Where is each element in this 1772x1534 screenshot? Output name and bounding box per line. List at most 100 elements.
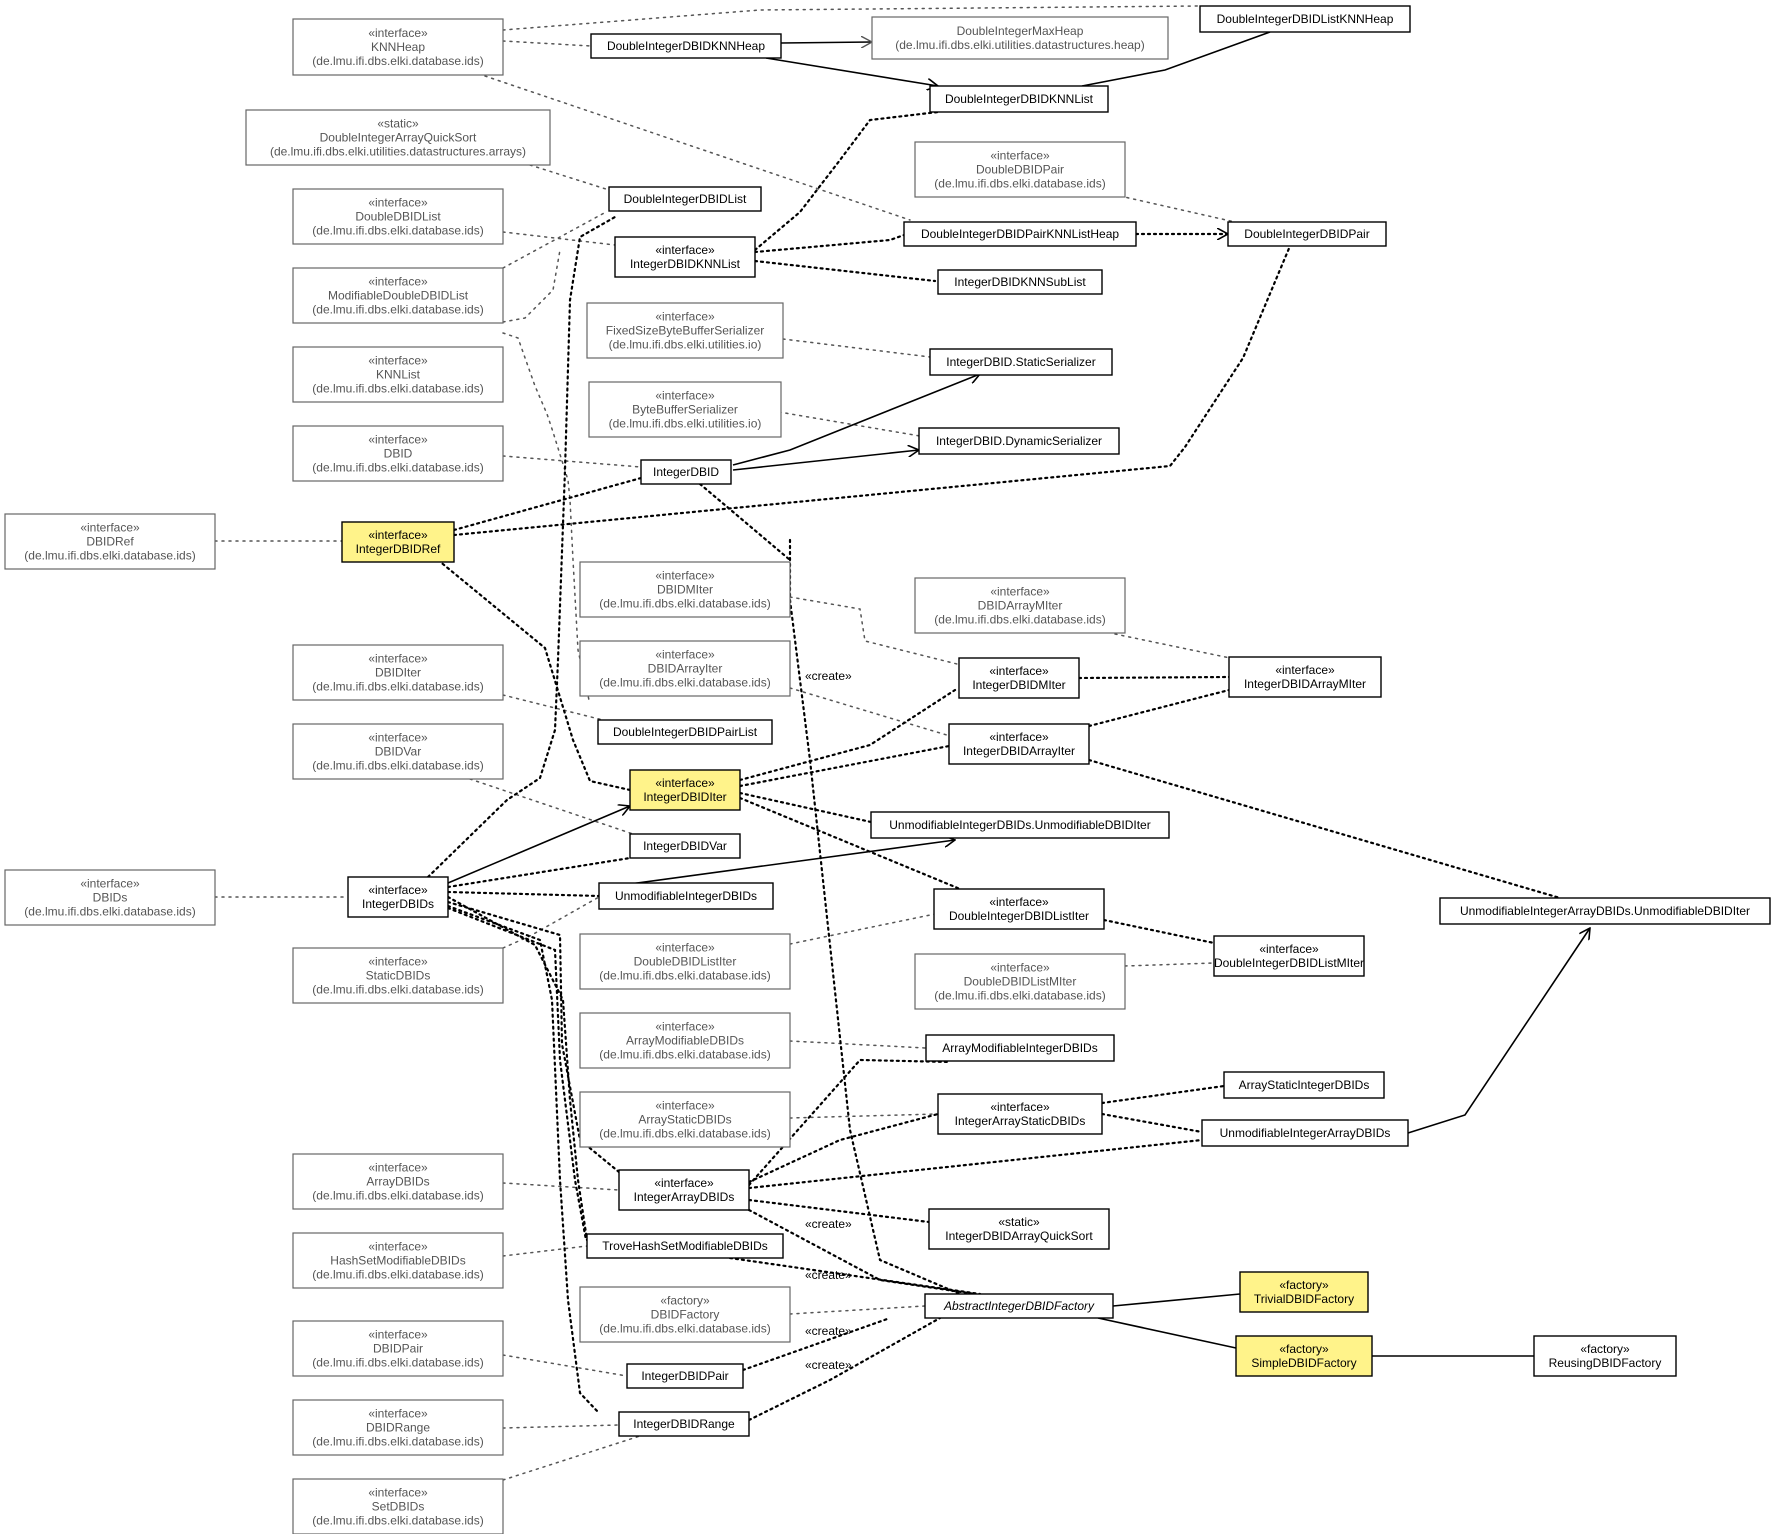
- class-node-static-dbids[interactable]: «interface»StaticDBIDs(de.lmu.ifi.dbs.el…: [292, 947, 504, 1004]
- stereotype-label: «interface»: [368, 1161, 428, 1175]
- class-node-integer-dbid[interactable]: IntegerDBID: [640, 459, 732, 485]
- class-node-integer-dbidknnsub-list[interactable]: IntegerDBIDKNNSubList: [937, 269, 1103, 295]
- class-node-byte-buffer-serializer[interactable]: «interface»ByteBufferSerializer(de.lmu.i…: [588, 381, 782, 438]
- class-node-unmodifiable-integer-array-dbids-unmodifiable-dbiditer[interactable]: UnmodifiableIntegerArrayDBIDs.Unmodifiab…: [1439, 897, 1771, 925]
- stereotype-label: «interface»: [990, 961, 1050, 975]
- class-node-array-static-dbids[interactable]: «interface»ArrayStaticDBIDs(de.lmu.ifi.d…: [579, 1091, 791, 1148]
- class-name-label: IntegerDBIDArrayIter: [963, 744, 1075, 758]
- class-node-dbids[interactable]: «interface»DBIDs(de.lmu.ifi.dbs.elki.dat…: [4, 869, 216, 926]
- class-node-knnheap[interactable]: «interface»KNNHeap(de.lmu.ifi.dbs.elki.d…: [292, 18, 504, 76]
- package-label: (de.lmu.ifi.dbs.elki.database.ids): [312, 680, 483, 694]
- class-node-double-dbidlist-miter[interactable]: «interface»DoubleDBIDListMIter(de.lmu.if…: [914, 953, 1126, 1010]
- class-node-array-dbids[interactable]: «interface»ArrayDBIDs(de.lmu.ifi.dbs.elk…: [292, 1153, 504, 1210]
- class-name-label: DBIDRange: [366, 1421, 430, 1435]
- class-node-trivial-dbidfactory[interactable]: «factory»TrivialDBIDFactory: [1239, 1271, 1369, 1313]
- class-node-array-modifiable-integer-dbids[interactable]: ArrayModifiableIntegerDBIDs: [925, 1034, 1115, 1062]
- class-node-double-integer-dbidpair-knnlist-heap[interactable]: DoubleIntegerDBIDPairKNNListHeap: [903, 221, 1137, 247]
- class-node-dbidvar[interactable]: «interface»DBIDVar(de.lmu.ifi.dbs.elki.d…: [292, 723, 504, 780]
- class-node-double-integer-dbidlist[interactable]: DoubleIntegerDBIDList: [608, 186, 762, 212]
- package-label: (de.lmu.ifi.dbs.elki.utilities.io): [609, 417, 762, 431]
- class-node-hash-set-modifiable-dbids[interactable]: «interface»HashSetModifiableDBIDs(de.lmu…: [292, 1232, 504, 1289]
- class-node-integer-dbidref[interactable]: «interface»IntegerDBIDRef: [341, 521, 455, 563]
- class-node-double-integer-dbidlist-iter[interactable]: «interface»DoubleIntegerDBIDListIter: [933, 888, 1105, 930]
- class-node-integer-dbiddynamic-serializer[interactable]: IntegerDBID.DynamicSerializer: [918, 427, 1120, 455]
- stereotype-label: «interface»: [368, 731, 428, 745]
- class-node-trove-hash-set-modifiable-dbids[interactable]: TroveHashSetModifiableDBIDs: [586, 1233, 784, 1259]
- class-node-integer-dbidpair[interactable]: IntegerDBIDPair: [626, 1363, 744, 1389]
- class-node-double-dbidlist[interactable]: «interface»DoubleDBIDList(de.lmu.ifi.dbs…: [292, 188, 504, 245]
- class-box: [590, 33, 782, 59]
- class-name-label: AbstractIntegerDBIDFactory: [943, 1299, 1095, 1313]
- implements-edge: [502, 896, 600, 949]
- class-node-integer-dbids[interactable]: «interface»IntegerDBIDs: [347, 876, 449, 918]
- class-node-integer-dbidknnlist[interactable]: «interface»IntegerDBIDKNNList: [614, 236, 756, 278]
- class-node-fixed-size-byte-buffer-serializer[interactable]: «interface»FixedSizeByteBufferSerializer…: [586, 302, 784, 359]
- class-node-unmodifiable-integer-dbids[interactable]: UnmodifiableIntegerDBIDs: [598, 882, 774, 910]
- class-node-double-integer-max-heap[interactable]: DoubleIntegerMaxHeap(de.lmu.ifi.dbs.elki…: [871, 16, 1169, 60]
- class-box: [1235, 1335, 1373, 1377]
- class-node-double-integer-dbidlist-knnheap[interactable]: DoubleIntegerDBIDListKNNHeap: [1199, 5, 1411, 33]
- association-edge: [1097, 1317, 1237, 1349]
- class-name-label: IntegerDBIDKNNList: [630, 257, 741, 271]
- class-node-integer-dbiditer[interactable]: «interface»IntegerDBIDIter: [629, 769, 741, 811]
- class-node-dbidmiter[interactable]: «interface»DBIDMIter(de.lmu.ifi.dbs.elki…: [579, 561, 791, 618]
- class-node-unmodifiable-integer-array-dbids[interactable]: UnmodifiableIntegerArrayDBIDs: [1201, 1119, 1409, 1147]
- class-node-dbidpair[interactable]: «interface»DBIDPair(de.lmu.ifi.dbs.elki.…: [292, 1320, 504, 1377]
- class-node-integer-dbidrange[interactable]: IntegerDBIDRange: [618, 1411, 750, 1437]
- class-node-abstract-integer-dbidfactory[interactable]: AbstractIntegerDBIDFactory: [924, 1293, 1114, 1319]
- implements-edge: [789, 913, 936, 945]
- class-node-knnlist[interactable]: «interface»KNNList(de.lmu.ifi.dbs.elki.d…: [292, 346, 504, 403]
- class-node-double-dbidpair[interactable]: «interface»DoubleDBIDPair(de.lmu.ifi.dbs…: [914, 141, 1126, 198]
- class-box: [618, 1169, 750, 1211]
- class-box: [292, 188, 504, 245]
- class-box: [588, 381, 782, 438]
- class-box: [937, 269, 1103, 295]
- class-node-dbidfactory[interactable]: «factory»DBIDFactory(de.lmu.ifi.dbs.elki…: [579, 1286, 791, 1343]
- class-node-simple-dbidfactory[interactable]: «factory»SimpleDBIDFactory: [1235, 1335, 1373, 1377]
- edges-layer: [214, 5, 1590, 1481]
- class-node-dbidrange[interactable]: «interface»DBIDRange(de.lmu.ifi.dbs.elki…: [292, 1399, 504, 1456]
- class-node-double-integer-dbidpair-list[interactable]: DoubleIntegerDBIDPairList: [597, 719, 773, 745]
- class-node-reusing-dbidfactory[interactable]: «factory»ReusingDBIDFactory: [1533, 1335, 1677, 1377]
- class-node-array-static-integer-dbids[interactable]: ArrayStaticIntegerDBIDs: [1223, 1071, 1385, 1099]
- class-node-integer-dbidarray-miter[interactable]: «interface»IntegerDBIDArrayMIter: [1228, 656, 1382, 698]
- class-node-integer-dbidmiter[interactable]: «interface»IntegerDBIDMIter: [958, 657, 1080, 699]
- class-node-double-integer-dbidpair[interactable]: DoubleIntegerDBIDPair: [1227, 221, 1387, 247]
- class-node-dbidref[interactable]: «interface»DBIDRef(de.lmu.ifi.dbs.elki.d…: [4, 513, 216, 570]
- class-node-integer-dbidstatic-serializer[interactable]: IntegerDBID.StaticSerializer: [929, 348, 1113, 376]
- class-box: [924, 1293, 1114, 1319]
- class-node-modifiable-double-dbidlist[interactable]: «interface»ModifiableDoubleDBIDList(de.l…: [292, 267, 504, 324]
- class-name-label: IntegerDBIDIter: [643, 790, 726, 804]
- class-box: [914, 953, 1126, 1010]
- class-node-double-integer-dbidknnheap[interactable]: DoubleIntegerDBIDKNNHeap: [590, 33, 782, 59]
- class-node-integer-array-dbids[interactable]: «interface»IntegerArrayDBIDs: [618, 1169, 750, 1211]
- class-node-array-modifiable-dbids[interactable]: «interface»ArrayModifiableDBIDs(de.lmu.i…: [579, 1012, 791, 1069]
- class-name-label: TrivialDBIDFactory: [1254, 1292, 1354, 1306]
- class-node-integer-dbidarray-iter[interactable]: «interface»IntegerDBIDArrayIter: [948, 723, 1090, 765]
- stereotype-label: «interface»: [80, 877, 140, 891]
- class-node-double-dbidlist-iter[interactable]: «interface»DoubleDBIDListIter(de.lmu.ifi…: [579, 933, 791, 990]
- stereotype-label: «interface»: [368, 196, 428, 210]
- class-box: [929, 85, 1109, 113]
- class-node-double-integer-dbidknnlist[interactable]: DoubleIntegerDBIDKNNList: [929, 85, 1109, 113]
- class-box: [4, 869, 216, 926]
- class-box: [958, 657, 1080, 699]
- class-box: [871, 16, 1169, 60]
- class-node-dbiditer[interactable]: «interface»DBIDIter(de.lmu.ifi.dbs.elki.…: [292, 644, 504, 701]
- class-node-dbidarray-iter[interactable]: «interface»DBIDArrayIter(de.lmu.ifi.dbs.…: [579, 640, 791, 697]
- class-node-unmodifiable-integer-dbids-unmodifiable-dbiditer[interactable]: UnmodifiableIntegerDBIDs.UnmodifiableDBI…: [870, 811, 1170, 839]
- class-node-dbid[interactable]: «interface»DBID(de.lmu.ifi.dbs.elki.data…: [292, 425, 504, 482]
- class-node-integer-dbidarray-quick-sort[interactable]: «static»IntegerDBIDArrayQuickSort: [928, 1208, 1110, 1250]
- class-box: [597, 719, 773, 745]
- implements-edge: [502, 249, 561, 323]
- class-node-integer-dbidvar[interactable]: IntegerDBIDVar: [629, 833, 741, 859]
- class-box: [347, 876, 449, 918]
- class-node-integer-array-static-dbids[interactable]: «interface»IntegerArrayStaticDBIDs: [937, 1093, 1103, 1135]
- class-name-label: IntegerArrayStaticDBIDs: [955, 1114, 1086, 1128]
- implements-edge: [502, 211, 607, 269]
- class-box: [586, 302, 784, 359]
- class-node-double-integer-dbidlist-miter[interactable]: «interface»DoubleIntegerDBIDListMIter: [1213, 935, 1365, 977]
- class-node-set-dbids[interactable]: «interface»SetDBIDs(de.lmu.ifi.dbs.elki.…: [292, 1478, 504, 1534]
- class-node-dbidarray-miter[interactable]: «interface»DBIDArrayMIter(de.lmu.ifi.dbs…: [914, 577, 1126, 634]
- class-node-double-integer-array-quick-sort[interactable]: «static»DoubleIntegerArrayQuickSort(de.l…: [245, 109, 551, 166]
